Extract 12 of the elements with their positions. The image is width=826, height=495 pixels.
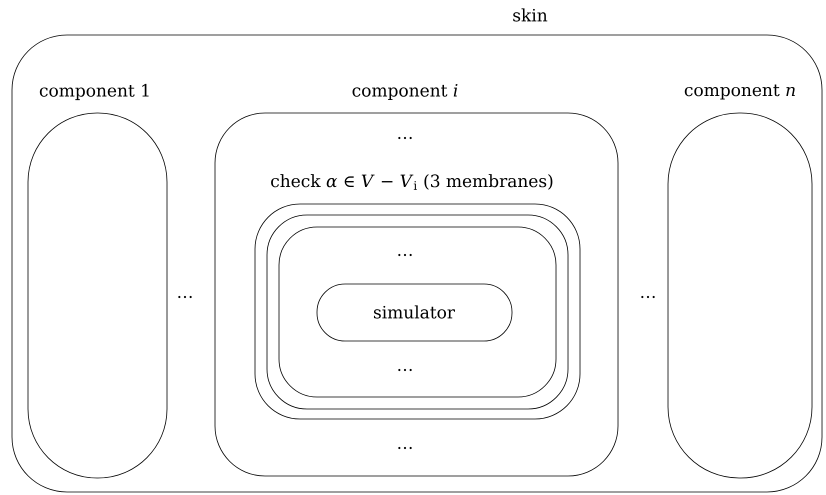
ellipsis: … [398, 136, 412, 140]
ellipsis: … [398, 368, 412, 372]
membrane-outline [266, 214, 568, 410]
membrane-label: component n [684, 84, 795, 100]
membrane-label: skin [513, 8, 548, 22]
membrane-label: simulator [374, 305, 455, 319]
membrane-label: check α ∈ V − V$_{i}$ (3 membranes) [271, 174, 552, 190]
membrane-outline [278, 226, 556, 398]
membrane-label: component i [352, 84, 458, 100]
ellipsis: … [398, 446, 412, 450]
membrane-label: component 1 [40, 84, 149, 100]
ellipsis: … [398, 254, 412, 256]
